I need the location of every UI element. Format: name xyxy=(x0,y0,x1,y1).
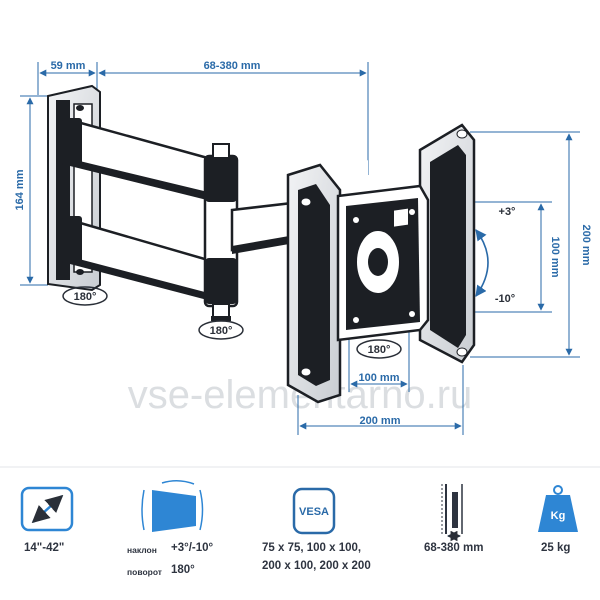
plate-rotation-label: 180° xyxy=(368,344,391,356)
tilt-value: +3°/-10° xyxy=(171,542,214,554)
tv-plate xyxy=(286,123,476,404)
vesa-sizes-line1: 75 x 75, 100 x 100, xyxy=(262,542,362,554)
lower-arm xyxy=(62,216,217,302)
vesa-badge-label: VESA xyxy=(299,506,329,518)
weight-badge-label: Kg xyxy=(551,510,566,522)
weight-value: 25 kg xyxy=(541,542,571,554)
extension-value: 68-380 mm xyxy=(424,542,484,554)
screen-size-value: 14"-42" xyxy=(24,542,65,554)
dimension-lines xyxy=(20,62,580,435)
wall-swivel-label: 180° xyxy=(74,291,97,303)
dim-wall-plate-depth: 59 mm xyxy=(51,60,86,72)
dim-tv-plate-height: 200 mm xyxy=(580,225,592,266)
wall-swivel-indicator: 180° xyxy=(62,286,108,306)
arm-swivel-indicator: 180° xyxy=(198,320,244,340)
extension-icon xyxy=(441,484,463,542)
vesa-icon: VESA xyxy=(292,487,336,535)
dim-vesa-inner-width: 100 mm xyxy=(359,372,400,384)
arm-swivel-label: 180° xyxy=(210,325,233,337)
swivel-value: 180° xyxy=(171,564,195,576)
dim-arm-extension: 68-380 mm xyxy=(204,60,261,72)
dim-vesa-inner-height: 100 mm xyxy=(549,237,561,278)
weight-icon: Kg xyxy=(538,485,578,532)
plate-rotation-indicator: 180° xyxy=(356,339,402,359)
swivel-label: поворот xyxy=(127,567,162,577)
dim-tv-plate-width: 200 mm xyxy=(360,415,401,427)
vesa-sizes-line2: 200 x 100, 200 x 200 xyxy=(262,560,371,572)
tilt-down-label: -10° xyxy=(495,293,515,305)
dim-wall-plate-height: 164 mm xyxy=(14,169,26,210)
upper-arm xyxy=(62,118,217,202)
tilt-label: наклон xyxy=(127,545,157,555)
tilt-up-label: +3° xyxy=(499,206,516,218)
screen-size-icon xyxy=(20,486,74,532)
tilt-swivel-icon xyxy=(141,480,204,532)
